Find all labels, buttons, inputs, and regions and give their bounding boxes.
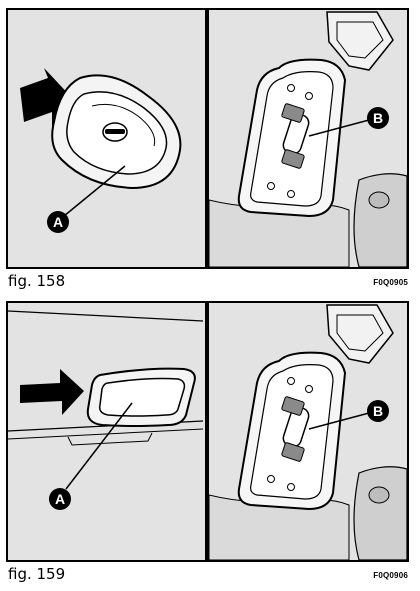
figure-158-frame: A <box>6 8 409 269</box>
figure-158-right-illustration: B <box>209 10 407 267</box>
release-slot-icon <box>102 122 128 142</box>
figure-158-caption: fig. 158 <box>8 272 66 290</box>
figure-159-left-illustration: A <box>8 303 203 560</box>
bulb-icon <box>281 103 310 169</box>
callout-a-marker <box>49 488 71 510</box>
figure-159-code: F0Q0906 <box>373 571 408 580</box>
figure-158-code: F0Q0905 <box>373 278 408 287</box>
figure-159-right-illustration: B <box>209 303 407 560</box>
bulb-icon <box>281 396 310 462</box>
callout-b-marker <box>367 400 389 422</box>
callout-a-marker <box>47 211 69 233</box>
callout-b-label: B <box>373 403 383 419</box>
figure-159: A B fig. 159 F0Q0906 <box>0 295 420 591</box>
figure-158-left-illustration: A <box>8 10 203 267</box>
figure-158-divider <box>205 10 209 267</box>
callout-a-label: A <box>55 491 65 507</box>
callout-b-label: B <box>373 110 383 126</box>
figure-159-frame: A B <box>6 301 409 562</box>
figure-159-divider <box>205 303 209 560</box>
figure-159-caption: fig. 159 <box>8 565 66 583</box>
callout-b-marker <box>367 107 389 129</box>
callout-a-label: A <box>53 214 63 230</box>
figure-158: A <box>0 0 420 295</box>
arrow-icon <box>20 369 84 415</box>
courtesy-lamp-lens <box>98 377 186 417</box>
